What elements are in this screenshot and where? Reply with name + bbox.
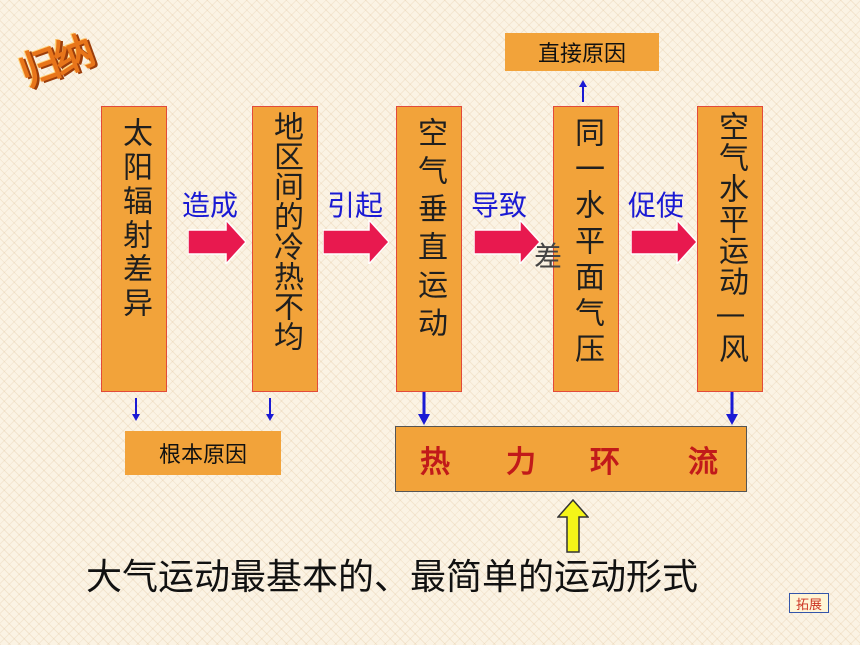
box-solar-radiation: 太阳辐射差异	[101, 106, 167, 392]
box-uneven-heating-text: 地区间的冷热不均	[268, 111, 303, 351]
overlap-char: 差	[534, 240, 563, 273]
right-arrow-1	[188, 220, 246, 264]
thermal-circulation-box: 热 力 环 流	[395, 426, 747, 492]
box-solar-radiation-text: 太阳辐射差异	[117, 117, 152, 321]
circulation-char-2: 力	[506, 445, 536, 480]
direct-cause-arrow	[579, 80, 587, 102]
box-vertical-motion-text: 空气垂直运动	[412, 117, 447, 345]
logo-badge: 归纳	[13, 28, 98, 97]
down-arrow-2	[266, 398, 274, 421]
connector-label-lead: 导致	[471, 189, 528, 222]
box-wind-text: 空气水平运动—风	[713, 111, 748, 364]
yellow-up-arrow	[557, 499, 589, 553]
connector-label-drive: 促使	[628, 189, 685, 222]
right-arrow-2	[323, 220, 389, 264]
box-pressure: 同一水平面气压	[553, 106, 619, 392]
extend-button[interactable]: 拓展	[789, 593, 829, 613]
direct-cause-label: 直接原因	[505, 33, 659, 71]
right-arrow-4	[631, 220, 697, 264]
right-arrow-3	[474, 220, 540, 264]
circulation-char-1: 热	[420, 445, 450, 480]
down-arrow-3	[418, 392, 430, 425]
root-cause-label: 根本原因	[125, 431, 281, 475]
circulation-char-4: 流	[688, 445, 718, 480]
circulation-char-3: 环	[590, 445, 620, 480]
down-arrow-1	[132, 398, 140, 421]
box-uneven-heating: 地区间的冷热不均	[252, 106, 318, 392]
connector-label-cause: 造成	[182, 189, 239, 222]
bottom-description: 大气运动最基本的、最简单的运动形式	[86, 557, 699, 598]
box-pressure-text: 同一水平面气压	[569, 117, 604, 369]
down-arrow-4	[726, 392, 738, 425]
box-wind: 空气水平运动—风	[697, 106, 763, 392]
connector-label-trigger: 引起	[327, 189, 384, 222]
box-vertical-motion: 空气垂直运动	[396, 106, 462, 392]
